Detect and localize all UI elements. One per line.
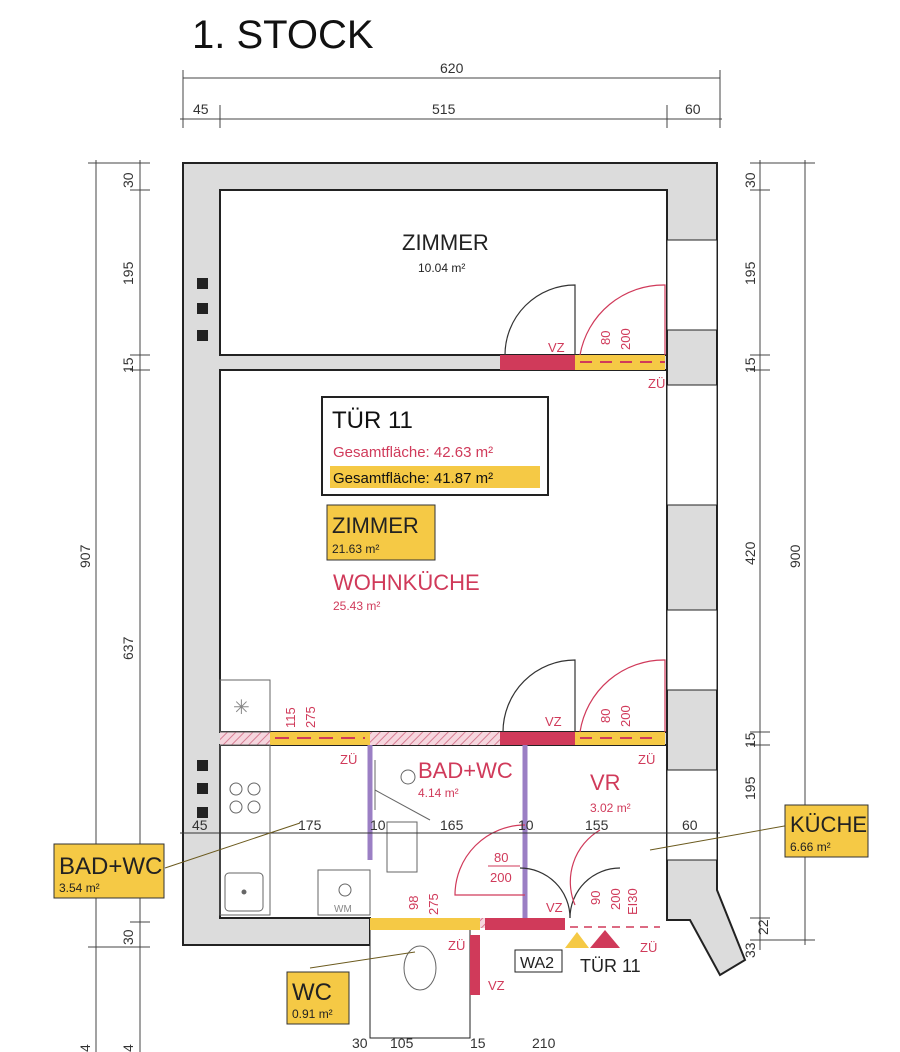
- kueche-tag: KÜCHE 6.66 m²: [649, 804, 869, 858]
- door5-width: 98: [406, 896, 421, 910]
- unit-name: TÜR 11: [332, 407, 413, 434]
- dim-right-f: 195: [742, 776, 758, 800]
- door-zu-label-3: ZÜ: [638, 752, 655, 767]
- dim-right-a: 30: [742, 172, 758, 188]
- door4-width: 80: [494, 850, 508, 865]
- wa2-box: [514, 949, 563, 973]
- room-vr-name: VR: [590, 770, 621, 795]
- svg-text:✳: ✳: [233, 697, 250, 719]
- door4-height: 200: [490, 870, 512, 885]
- dim-mid-b: 175: [298, 817, 322, 833]
- door-zu-label-5: ZÜ: [640, 940, 657, 955]
- dim-right-d: 420: [742, 541, 758, 565]
- door2-width: 115: [283, 707, 298, 728]
- room-bad-wc-name: BAD+WC: [418, 758, 513, 783]
- dim-mid-f: 155: [585, 817, 609, 833]
- door-zu-label: ZÜ: [648, 376, 665, 391]
- dim-mid-c: 10: [370, 817, 386, 833]
- unit-total-new: Gesamtfläche: 41.87 m²: [333, 470, 493, 487]
- washing-machine-label: WM: [334, 904, 352, 915]
- walls: [182, 162, 747, 1039]
- room-zimmer-mid-name: ZIMMER: [332, 513, 419, 538]
- dim-mid-a: 45: [192, 817, 208, 833]
- outlet-icons: [197, 278, 208, 818]
- room-wc-name: WC: [292, 979, 332, 1006]
- wa2-label: WA2: [520, 955, 554, 972]
- dim-total-width: 620: [440, 60, 464, 76]
- dim-mid-e: 10: [518, 817, 534, 833]
- door5-height: 275: [426, 893, 441, 915]
- room-bad-wc-area: 4.14 m²: [418, 786, 459, 800]
- dim-top-right: 60: [685, 101, 701, 117]
- door2-height: 275: [303, 706, 318, 728]
- door-vz-label-3: VZ: [546, 900, 563, 915]
- room-kueche-name: KÜCHE: [790, 812, 867, 837]
- dim-bottom-a: 30: [352, 1035, 368, 1051]
- dim-mid-d: 165: [440, 817, 464, 833]
- dim-right-c: 15: [742, 357, 758, 373]
- door-zu-label-4: ZÜ: [448, 938, 465, 953]
- room-bad-wc-left-area: 3.54 m²: [59, 881, 100, 895]
- entrance-label: TÜR 11: [580, 956, 641, 976]
- dim-right-h: 22: [755, 919, 771, 935]
- room-zimmer-mid-area: 21.63 m²: [332, 542, 379, 556]
- door6-height: 200: [608, 888, 623, 910]
- left-dimensions: [88, 160, 150, 1052]
- room-bad-wc-left-name: BAD+WC: [59, 853, 162, 880]
- door-vz-label: VZ: [548, 340, 565, 355]
- door-vz-label-2: VZ: [545, 714, 562, 729]
- dim-left-a: 30: [120, 172, 136, 188]
- dim-left-f: 4: [77, 1044, 93, 1052]
- plan-title: 1. STOCK: [192, 13, 374, 57]
- door-swings: [454, 284, 666, 919]
- door6-width: 90: [588, 891, 603, 905]
- dim-left-g: 4: [120, 1044, 136, 1052]
- door3-width: 80: [598, 709, 613, 723]
- room-vr-area: 3.02 m²: [590, 801, 631, 815]
- door-vz-label-4: VZ: [488, 978, 505, 993]
- dim-right-g: 33: [742, 942, 758, 958]
- room-kueche-area: 6.66 m²: [790, 840, 831, 854]
- fixtures: ✳: [219, 679, 437, 991]
- door3-height: 200: [618, 705, 633, 727]
- room-zimmer-top-area: 10.04 m²: [418, 261, 465, 275]
- entrance-marker-red: [590, 930, 620, 948]
- dim-left-c: 15: [120, 357, 136, 373]
- fire-rating: EI30: [625, 888, 640, 915]
- dim-bottom-c: 15: [470, 1035, 486, 1051]
- top-dimensions: [180, 70, 722, 128]
- unit-total-old: Gesamtfläche: 42.63 m²: [333, 444, 493, 461]
- dim-left-d: 637: [120, 636, 136, 660]
- dim-bottom-d: 210: [532, 1035, 556, 1051]
- dim-right-b: 195: [742, 261, 758, 285]
- dim-right-total: 900: [787, 544, 803, 568]
- dim-right-e: 15: [742, 732, 758, 748]
- room-wc-area: 0.91 m²: [292, 1007, 333, 1021]
- room-wohnkueche-area: 25.43 m²: [333, 599, 380, 613]
- dim-left-total: 907: [77, 544, 93, 568]
- room-zimmer-mid-tag: [326, 504, 436, 561]
- dim-left-b: 195: [120, 261, 136, 285]
- room-wohnkueche-name: WOHNKÜCHE: [333, 570, 480, 595]
- dim-top-left: 45: [193, 101, 209, 117]
- dim-bottom-b: 105: [390, 1035, 414, 1051]
- room-zimmer-top-name: ZIMMER: [402, 230, 489, 255]
- wc-tag: WC 0.91 m²: [286, 951, 416, 1025]
- wall-strips: [220, 355, 665, 930]
- entrance-marker-yellow: [565, 932, 589, 948]
- door1-height: 200: [618, 328, 633, 350]
- door-zu-label-2: ZÜ: [340, 752, 357, 767]
- dim-left-e: 30: [120, 929, 136, 945]
- unit-summary-box: TÜR 11 Gesamtfläche: 42.63 m² Gesamtfläc…: [321, 396, 549, 496]
- dim-top-mid: 515: [432, 101, 456, 117]
- dim-mid-g: 60: [682, 817, 698, 833]
- door1-width: 80: [598, 331, 613, 345]
- bad-wc-left-tag: BAD+WC 3.54 m²: [53, 822, 301, 899]
